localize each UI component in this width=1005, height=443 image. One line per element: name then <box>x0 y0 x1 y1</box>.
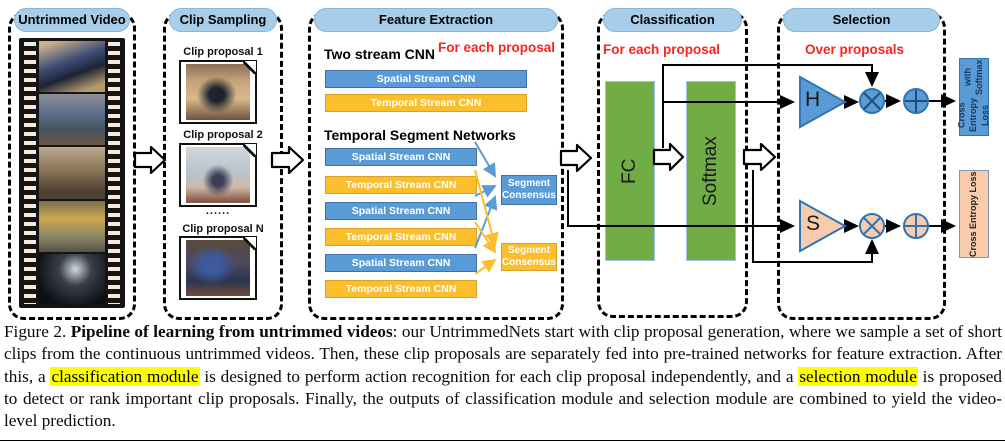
panel-title-selection: Selection <box>783 8 940 32</box>
clip-proposal-2-card <box>179 143 257 207</box>
flow-block-arrow <box>559 143 593 173</box>
clip-proposal-1-photo <box>186 64 250 120</box>
temporal-stream-cnn-bar: Temporal Stream CNN <box>325 228 477 246</box>
pipeline-diagram: Untrimmed Video Clip Sampling Clip propo… <box>8 8 990 320</box>
note-over-proposals: Over proposals <box>805 42 905 57</box>
bottom-rule <box>0 440 1005 441</box>
flow-block-arrow <box>133 145 167 175</box>
panel-title-clip-sampling: Clip Sampling <box>169 8 277 32</box>
output-label: Cross Entropy Loss <box>956 98 990 133</box>
video-frame <box>39 41 105 93</box>
panel-clip-sampling: Clip Sampling Clip proposal 1 Clip propo… <box>163 8 283 320</box>
hard-selector-label: H <box>805 88 821 111</box>
caption-highlight-classification-module: classification module <box>50 366 200 386</box>
panel-untrimmed-video: Untrimmed Video <box>8 8 136 320</box>
panel-title-untrimmed-video: Untrimmed Video <box>14 8 130 32</box>
soft-selector-label: S <box>806 212 821 235</box>
clip-proposal-ellipsis: ...... <box>205 205 231 217</box>
spatial-stream-cnn-bar: Spatial Stream CNN <box>325 70 527 88</box>
segment-consensus-label: Segment <box>507 177 551 189</box>
note-for-each-proposal: For each proposal <box>603 42 721 57</box>
clip-proposal-2-label: Clip proposal 2 <box>183 129 263 141</box>
fc-layer-box: FC <box>605 81 655 261</box>
clip-proposal-n-label: Clip proposal N <box>182 223 264 235</box>
video-frame <box>39 94 105 146</box>
film-sprocket-holes-left <box>24 42 36 304</box>
panel-title-feature-extraction: Feature Extraction <box>314 8 558 32</box>
film-strip <box>19 38 125 308</box>
clip-proposal-2-photo <box>186 147 250 203</box>
segment-consensus-spatial: Segment Consensus <box>501 175 557 205</box>
temporal-stream-cnn-bar: Temporal Stream CNN <box>325 280 477 298</box>
panel-feature-extraction: Feature Extraction For each proposal Two… <box>308 8 564 320</box>
tsn-heading: Temporal Segment Networks <box>324 127 516 143</box>
film-sprocket-holes-right <box>108 42 120 304</box>
segment-consensus-temporal: Segment Consensus <box>501 243 557 271</box>
panel-title-classification: Classification <box>603 8 742 32</box>
flow-block-arrow <box>742 142 777 172</box>
output-box-cross-entropy-softmax: Cross Entropy Loss with Softmax <box>956 58 990 136</box>
spatial-stream-cnn-bar: Spatial Stream CNN <box>325 202 477 220</box>
caption-text-segment: Figure 2. <box>4 322 71 341</box>
caption-highlight-selection-module: selection module <box>798 366 918 386</box>
panel-selection: Selection Over proposals <box>777 8 946 320</box>
temporal-stream-cnn-bar: Temporal Stream CNN <box>325 94 527 112</box>
clip-proposal-1-card <box>179 60 257 124</box>
temporal-stream-cnn-bar: Temporal Stream CNN <box>325 176 477 194</box>
output-box-cross-entropy: Cross Entropy Loss <box>959 170 989 258</box>
output-label: with Softmax <box>962 59 984 95</box>
softmax-box: Softmax <box>686 81 736 261</box>
clip-proposal-n-card <box>179 236 257 300</box>
segment-consensus-label: Segment <box>507 244 551 256</box>
spatial-stream-cnn-bar: Spatial Stream CNN <box>325 254 477 272</box>
video-frame <box>39 253 105 306</box>
caption-bold-title: Pipeline of learning from untrimmed vide… <box>70 322 393 341</box>
caption-text-segment: is designed to perform action recognitio… <box>199 366 799 386</box>
clip-proposal-n-photo <box>186 240 250 296</box>
two-stream-cnn-heading: Two stream CNN <box>324 46 435 62</box>
video-frame <box>39 147 105 199</box>
figure-caption: Figure 2. Pipeline of learning from untr… <box>4 321 1002 432</box>
segment-consensus-label: Consensus <box>502 257 556 268</box>
segment-consensus-label: Consensus <box>502 190 556 201</box>
film-frames <box>39 41 105 306</box>
clip-proposal-1-label: Clip proposal 1 <box>183 46 263 58</box>
spatial-stream-cnn-bar: Spatial Stream CNN <box>325 148 477 166</box>
caption-text-segment: : our UntrimmedNets start with clip prop… <box>4 322 1002 386</box>
panel-classification: Classification For each proposal FC Soft… <box>597 8 748 318</box>
video-frame <box>39 200 105 252</box>
note-for-each-proposal: For each proposal <box>437 40 555 55</box>
output-label: Cross Entropy Loss <box>968 171 979 257</box>
caption-text-segment: is proposed to detect or rank important … <box>4 366 1002 431</box>
